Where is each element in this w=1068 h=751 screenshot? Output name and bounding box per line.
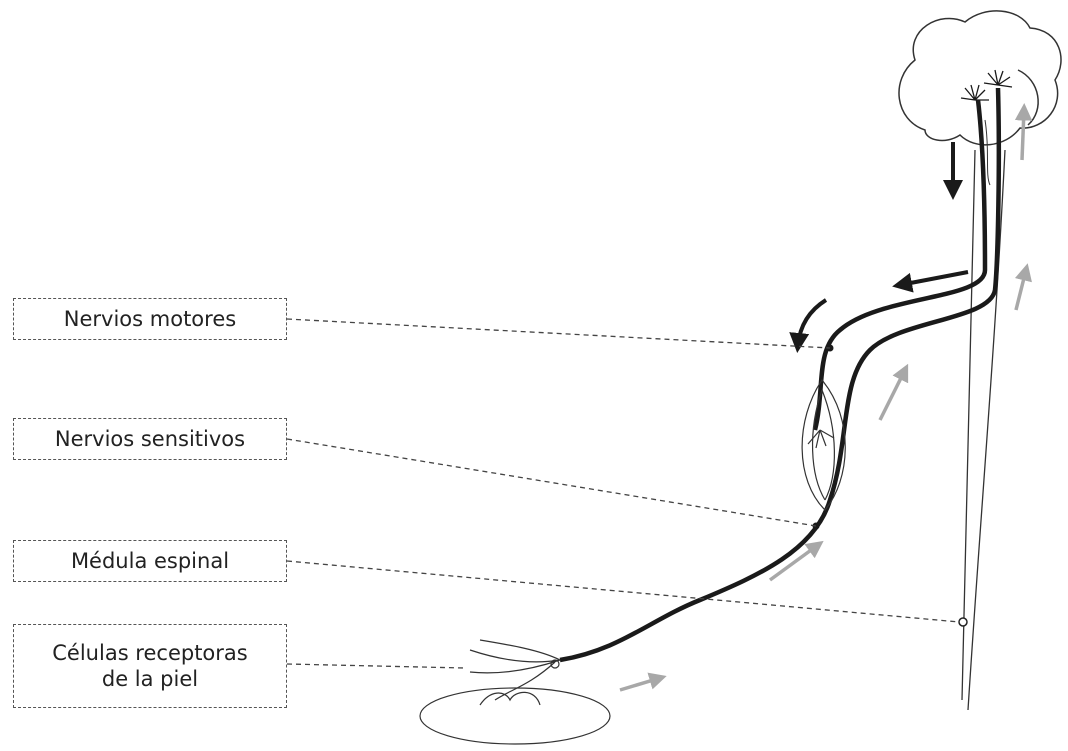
muscle-illustration xyxy=(802,380,845,510)
label-nervios-sensitivos: Nervios sensitivos xyxy=(13,418,287,460)
label-nervios-sensitivos-text: Nervios sensitivos xyxy=(55,426,245,452)
arrow-up-gray-icon xyxy=(880,370,905,420)
label-nervios-motores-text: Nervios motores xyxy=(64,306,236,332)
leader-line-motores xyxy=(287,319,830,348)
label-nervios-motores: Nervios motores xyxy=(13,298,287,340)
arrow-up-gray-icon xyxy=(1016,270,1026,310)
arrow-left-black-icon xyxy=(900,272,968,285)
arrow-up-gray-icon xyxy=(1022,110,1024,160)
arrow-curved-black-icon xyxy=(798,300,826,345)
arrow-right-gray-icon xyxy=(620,678,660,690)
label-celulas-receptoras: Células receptoras de la piel xyxy=(13,624,287,708)
label-celulas-receptoras-line1: Células receptoras xyxy=(52,640,247,666)
label-celulas-receptoras-line2: de la piel xyxy=(52,666,247,692)
brain-illustration xyxy=(899,11,1061,185)
leader-line-celulas xyxy=(287,664,465,668)
spinal-cord-marker xyxy=(959,618,967,626)
motor-direction-arrows xyxy=(798,142,968,345)
leader-line-sensitivos xyxy=(287,439,816,526)
sensory-direction-arrows xyxy=(620,110,1026,690)
leader-line-medula xyxy=(287,561,959,622)
label-medula-espinal-text: Médula espinal xyxy=(71,548,229,574)
label-medula-espinal: Médula espinal xyxy=(13,540,287,582)
